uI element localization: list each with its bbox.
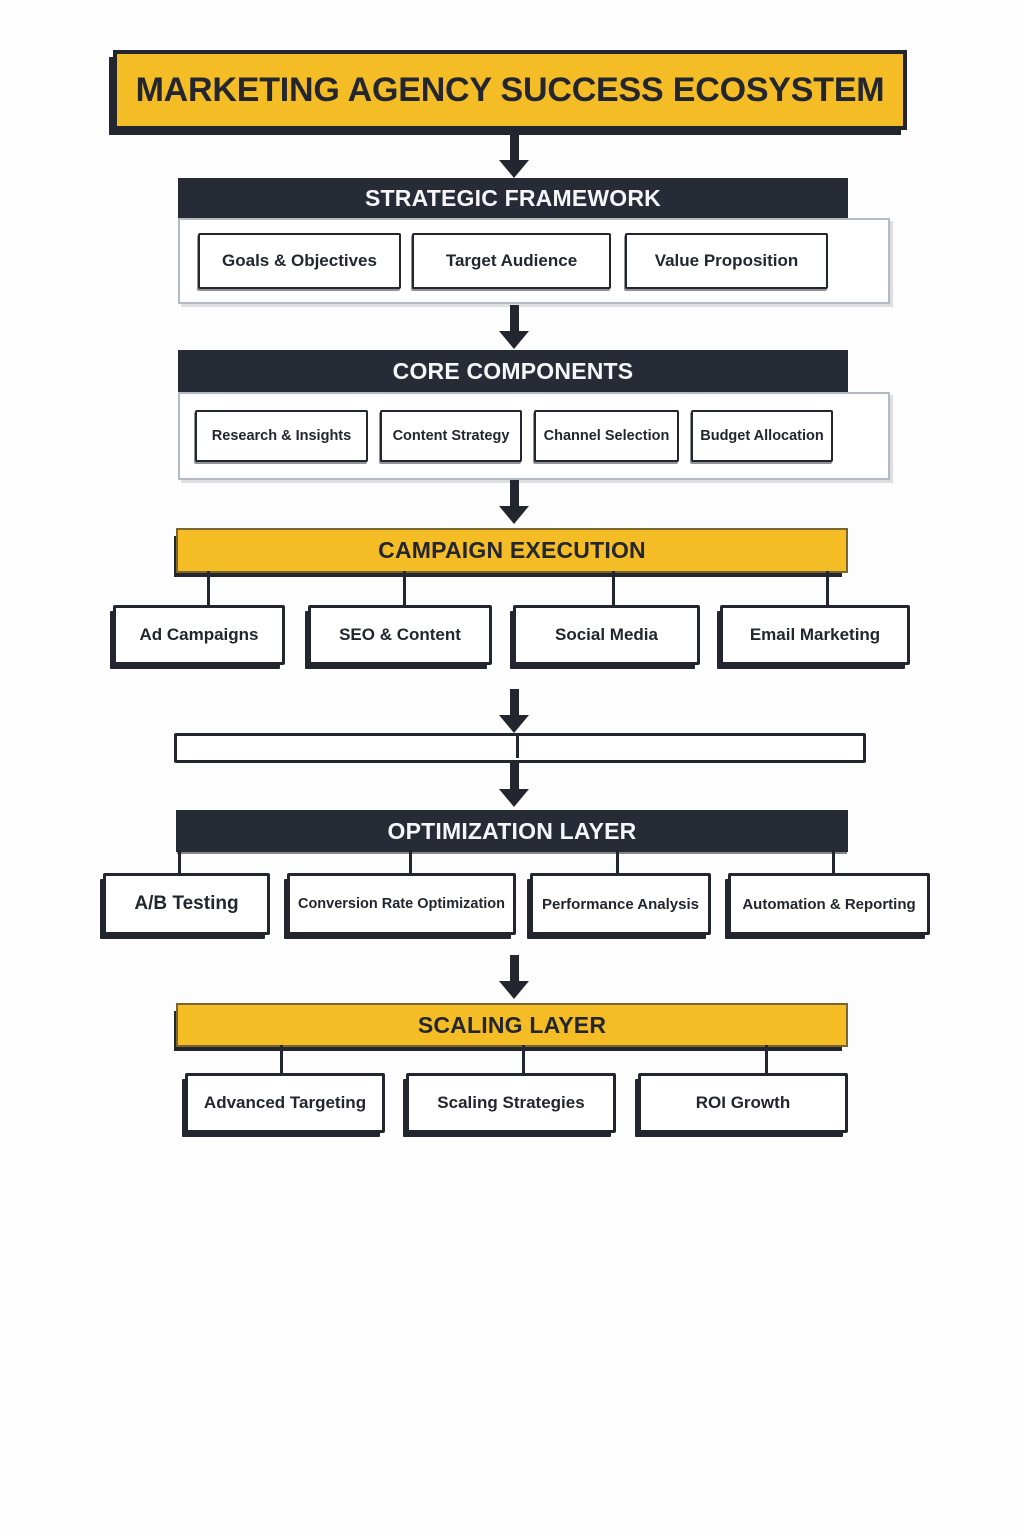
connector-line — [409, 850, 412, 876]
node-label: Goals & Objectives — [222, 251, 377, 270]
bar-center-tick — [516, 736, 519, 758]
section-header-campaign-execution: CAMPAIGN EXECUTION — [176, 528, 848, 573]
arrow-head — [499, 160, 529, 178]
connector-line — [178, 850, 181, 876]
node-label: Ad Campaigns — [139, 625, 259, 644]
connector-line — [832, 850, 835, 876]
connector-line — [765, 1045, 768, 1076]
node-label: Value Proposition — [654, 251, 799, 270]
empty-bar — [174, 733, 866, 763]
node-ad-campaigns: Ad Campaigns — [113, 605, 285, 665]
section-header-label: STRATEGIC FRAMEWORK — [365, 184, 661, 211]
node-label: Channel Selection — [543, 428, 670, 444]
node-ab-testing: A/B Testing — [103, 873, 270, 935]
node-social-media: Social Media — [513, 605, 700, 665]
node-goals-objectives: Goals & Objectives — [198, 233, 401, 289]
node-automation-reporting: Automation & Reporting — [728, 873, 930, 935]
node-label: Target Audience — [445, 251, 578, 270]
arrow-head — [499, 331, 529, 349]
section-header-label: SCALING LAYER — [417, 1011, 607, 1038]
node-label: Research & Insights — [211, 428, 352, 444]
node-label: A/B Testing — [134, 893, 239, 914]
section-header-label: OPTIMIZATION LAYER — [387, 817, 637, 844]
arrow-stem — [509, 134, 519, 160]
connector-line — [280, 1045, 283, 1076]
arrow-head — [499, 715, 529, 733]
down-arrow-icon — [499, 134, 529, 178]
node-roi-growth: ROI Growth — [638, 1073, 848, 1133]
down-arrow-icon — [499, 305, 529, 349]
diagram-title: MARKETING AGENCY SUCCESS ECOSYSTEM — [135, 70, 885, 109]
node-scaling-strategies: Scaling Strategies — [406, 1073, 616, 1133]
connector-line — [207, 571, 210, 607]
node-label: Content Strategy — [392, 428, 510, 444]
arrow-stem — [509, 689, 519, 715]
node-email-marketing: Email Marketing — [720, 605, 910, 665]
section-header-core-components: CORE COMPONENTS — [178, 350, 848, 392]
node-research-insights: Research & Insights — [195, 410, 368, 462]
connector-line — [522, 1045, 525, 1076]
section-header-optimization-layer: OPTIMIZATION LAYER — [176, 810, 848, 852]
node-label: Budget Allocation — [700, 428, 824, 444]
down-arrow-icon — [499, 689, 529, 733]
node-label: ROI Growth — [695, 1093, 791, 1112]
node-advanced-targeting: Advanced Targeting — [185, 1073, 385, 1133]
arrow-head — [499, 789, 529, 807]
node-label: Scaling Strategies — [437, 1093, 585, 1112]
node-channel-selection: Channel Selection — [534, 410, 679, 462]
node-budget-allocation: Budget Allocation — [691, 410, 833, 462]
connector-line — [403, 571, 406, 607]
node-label: Advanced Targeting — [203, 1093, 367, 1112]
section-header-scaling-layer: SCALING LAYER — [176, 1003, 848, 1047]
connector-line — [826, 571, 829, 607]
down-arrow-icon — [499, 480, 529, 524]
node-value-proposition: Value Proposition — [625, 233, 828, 289]
section-header-label: CORE COMPONENTS — [392, 357, 634, 384]
node-label: Conversion Rate Optimization — [297, 896, 506, 912]
connector-line — [612, 571, 615, 607]
node-label: SEO & Content — [339, 625, 461, 644]
section-header-strategic-framework: STRATEGIC FRAMEWORK — [178, 178, 848, 218]
down-arrow-icon — [499, 763, 529, 807]
node-label: Automation & Reporting — [742, 895, 916, 913]
node-label: Social Media — [555, 625, 658, 644]
arrow-head — [499, 506, 529, 524]
arrow-head — [499, 981, 529, 999]
section-header-label: CAMPAIGN EXECUTION — [378, 537, 646, 563]
node-seo-content: SEO & Content — [308, 605, 492, 665]
title-banner: MARKETING AGENCY SUCCESS ECOSYSTEM — [113, 50, 907, 130]
down-arrow-icon — [499, 955, 529, 999]
arrow-stem — [509, 305, 519, 331]
node-target-audience: Target Audience — [412, 233, 611, 289]
connector-line — [616, 850, 619, 876]
node-label: Performance Analysis — [541, 895, 700, 913]
node-label: Email Marketing — [749, 625, 881, 644]
node-performance-analysis: Performance Analysis — [530, 873, 711, 935]
arrow-stem — [509, 763, 519, 789]
arrow-stem — [509, 480, 519, 506]
arrow-stem — [509, 955, 519, 981]
node-content-strategy: Content Strategy — [380, 410, 522, 462]
node-conversion-rate-optimization: Conversion Rate Optimization — [287, 873, 516, 935]
